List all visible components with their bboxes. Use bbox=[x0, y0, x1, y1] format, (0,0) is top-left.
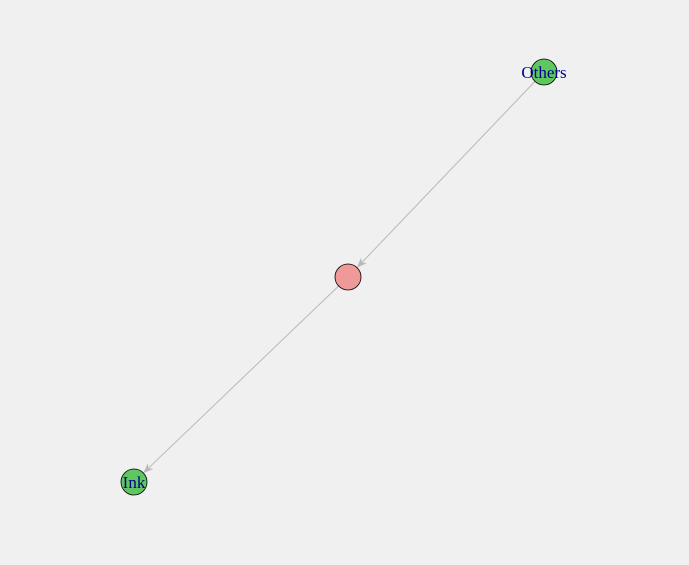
node-circle-center[interactable] bbox=[334, 263, 362, 291]
node-label-ink: Ink bbox=[123, 473, 146, 492]
node-others[interactable]: Others bbox=[521, 58, 567, 86]
node-center[interactable] bbox=[334, 263, 362, 291]
edges-layer bbox=[143, 81, 536, 474]
edge-others-to-center bbox=[356, 81, 536, 268]
node-circle-others[interactable] bbox=[530, 58, 558, 86]
node-circle-ink[interactable] bbox=[120, 468, 148, 496]
node-label-others: Others bbox=[521, 63, 566, 82]
edge-center-to-ink bbox=[143, 285, 339, 474]
node-ink[interactable]: Ink bbox=[120, 468, 148, 496]
